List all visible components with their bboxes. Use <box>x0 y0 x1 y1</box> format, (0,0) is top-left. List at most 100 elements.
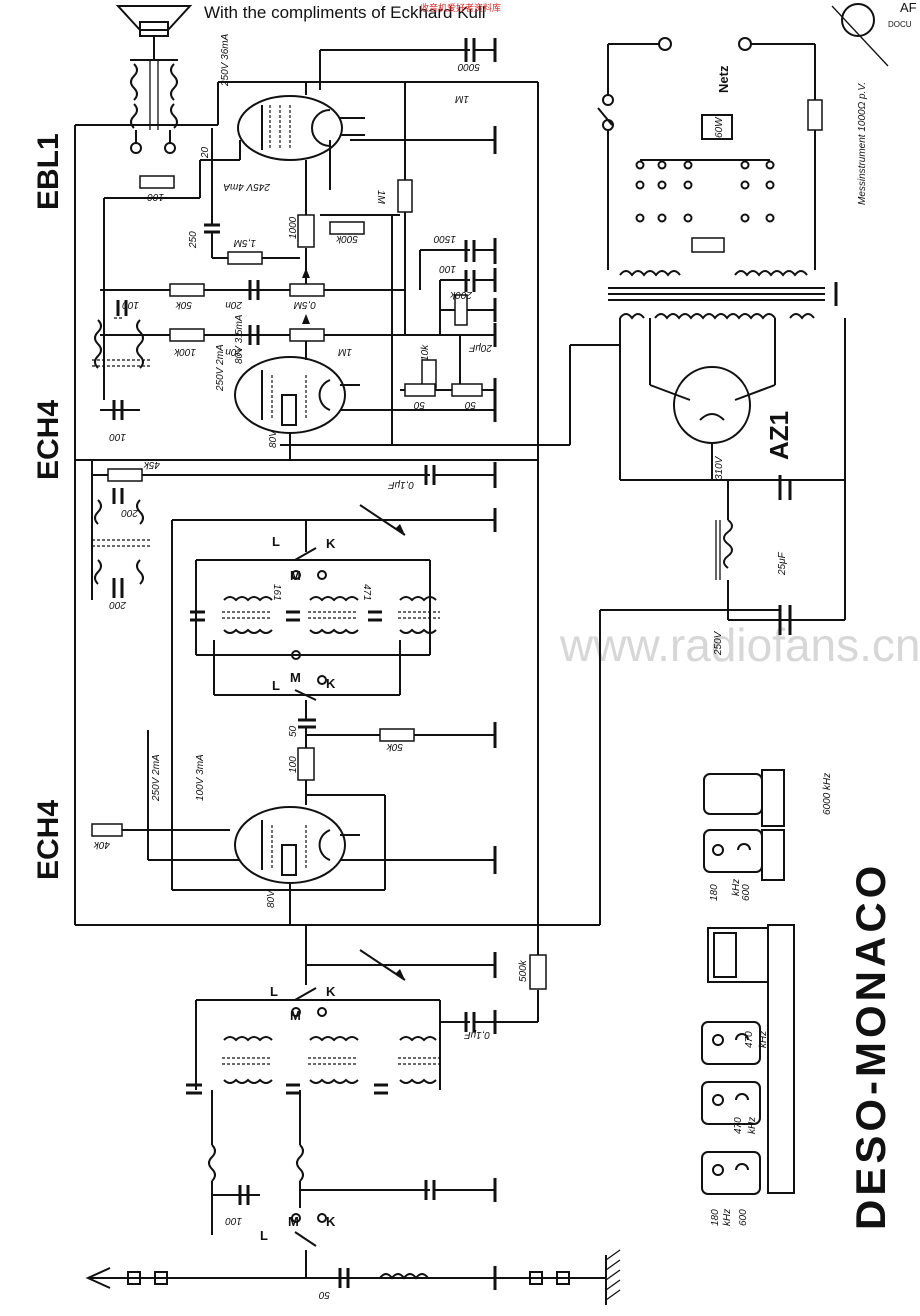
tube-label-az1: AZ1 <box>764 411 794 460</box>
label-r100: 100 <box>147 191 164 202</box>
corner-logo-icon <box>831 3 889 67</box>
volt-ech4-if-triode: 80V 3.5mA <box>234 314 245 364</box>
label-c100-d: 100 <box>225 1215 242 1226</box>
label-r50-b: 50 <box>464 399 476 410</box>
insert-label-470-b: 470 <box>733 1117 744 1134</box>
volt-ech4-if-cathode: 80V <box>268 429 279 448</box>
label-r50k-a: 50k <box>175 299 192 310</box>
insert-label-6000khz: 6000 kHz <box>822 773 833 815</box>
label-c250: 250 <box>188 231 199 249</box>
label-r500k: 500k <box>335 233 358 244</box>
label-r100-b: 100 <box>288 756 299 773</box>
earth-ground-icon <box>605 1249 621 1301</box>
insert-label-600-c: 600 <box>738 1209 749 1226</box>
model-title: DESO-MONACO <box>847 862 894 1230</box>
label-c1500: 1500 <box>433 233 456 244</box>
switch-label-l-2: L <box>272 678 280 693</box>
tube-label-ech4-if: ECH4 <box>32 400 65 480</box>
switch-label-m-2: M <box>290 670 301 685</box>
label-c100-c: 100 <box>109 431 126 442</box>
switch-label-k-2: K <box>326 676 336 691</box>
label-c20uf: 20μF <box>468 342 493 353</box>
label-c100-a: 100 <box>439 263 456 274</box>
label-r45k: 45k <box>143 459 160 470</box>
output-transformer-icon <box>130 36 178 154</box>
volt-ebl1-screen: 245V 4mA <box>223 181 271 192</box>
lamp-rating: 60W <box>714 116 725 138</box>
insert-label-600: 600 <box>741 884 752 901</box>
label-c5000: 5000 <box>457 61 480 72</box>
switch-label-m-4: M <box>288 1214 299 1229</box>
ebl1-envelope <box>237 95 343 161</box>
label-c471: 471 <box>361 584 372 601</box>
label-c01uf-b: 0,1μF <box>464 1029 490 1040</box>
wiring <box>74 37 846 1305</box>
az1-envelope <box>673 366 751 444</box>
label-c20n-b: 20n <box>225 346 243 357</box>
corner-logo-text: AF <box>900 0 917 15</box>
loudspeaker-icon <box>115 5 193 37</box>
watermark-chinese: 收音机爱好者资料库 <box>420 4 502 14</box>
label-c20n: 20n <box>225 299 243 310</box>
insert-label-180-c: 180 <box>710 1209 721 1226</box>
mains-label: Netz <box>716 65 731 93</box>
rect-voltage-label: 310V <box>714 455 725 480</box>
label-c20: 20 <box>200 146 211 159</box>
label-r1m-top: 1M <box>454 93 469 104</box>
meter-shunt <box>691 237 725 253</box>
label-r100k: 100k <box>173 346 196 357</box>
resistors <box>91 175 547 990</box>
filter-cap-label: 25μF <box>777 551 788 576</box>
label-r15m: 1,5M <box>233 237 256 248</box>
insert-label-470-a: 470 <box>744 1031 755 1048</box>
mains-fuse <box>807 99 823 131</box>
insert-label-180: 180 <box>709 884 720 901</box>
label-c50-a: 50 <box>288 725 299 737</box>
label-c161: 161 <box>271 584 282 601</box>
switch-label-m-1: M <box>290 568 301 583</box>
switch-label-m-3: M <box>290 1008 301 1023</box>
volt-ech4-rf-cathode: 80V <box>266 889 277 908</box>
label-r1000: 1000 <box>288 216 299 239</box>
volt-ech4-if-plate: 250V 2mA <box>215 344 226 392</box>
insert-label-khz-b: kHz <box>747 1117 758 1134</box>
corner-logo-sub: DOCU <box>888 20 912 29</box>
switch-label-k-3: K <box>326 984 336 999</box>
insert-label-khz-a: kHz <box>758 1031 769 1048</box>
lamp-box <box>701 114 733 140</box>
tube-label-ebl1: EBL1 <box>32 133 65 210</box>
insert-label-khz-c: kHz <box>722 1209 733 1226</box>
mains-transformer-icon <box>608 270 838 320</box>
coil-insert-top: 6000 kHz 180 kHz 600 <box>703 769 833 901</box>
mains-terminal-a <box>658 37 672 51</box>
label-pot1m: 1M <box>337 346 352 357</box>
compliments-header: With the compliments of Eckhard Kull <box>204 3 486 22</box>
hv-voltage-label: 250V <box>713 630 724 656</box>
switch-label-l-3: L <box>270 984 278 999</box>
label-c50-b: 50 <box>318 1289 330 1300</box>
label-r40k: 40k <box>93 839 110 850</box>
insert-label-khz: kHz <box>731 879 742 896</box>
label-r1m-mid: 1M <box>375 190 386 205</box>
switch-label-l-1: L <box>272 534 280 549</box>
voltage-selector <box>635 159 775 223</box>
label-pot05m: 0,5M <box>293 299 316 310</box>
volt-ech4-rf-screen: 100V 3mA <box>195 754 206 801</box>
label-c100-b: 100 <box>122 299 139 310</box>
switch-label-k-4: K <box>326 1214 336 1229</box>
label-c01uf-a: 0,1μF <box>388 479 414 490</box>
label-r50k-b: 50k <box>386 741 403 752</box>
volt-ebl1-plate: 250V 36mA <box>220 33 231 87</box>
watermark-site: www.radiofans.cn <box>560 619 920 671</box>
tube-label-ech4-rf: ECH4 <box>32 800 65 880</box>
label-r10k: 10k <box>420 344 431 361</box>
meter-note: Messinstrument 1000Ω p.V. <box>857 82 868 205</box>
switch-label-l-4: L <box>260 1228 268 1243</box>
label-r500k-b: 500k <box>518 959 529 982</box>
coil-insert-bottom: 470 kHz 470 kHz 180 kHz 600 <box>701 924 795 1226</box>
label-c200-b: 200 <box>109 599 127 610</box>
label-r50-a: 50 <box>413 399 425 410</box>
switch-label-k-1: K <box>326 536 336 551</box>
label-c200-a: 200 <box>121 507 139 518</box>
